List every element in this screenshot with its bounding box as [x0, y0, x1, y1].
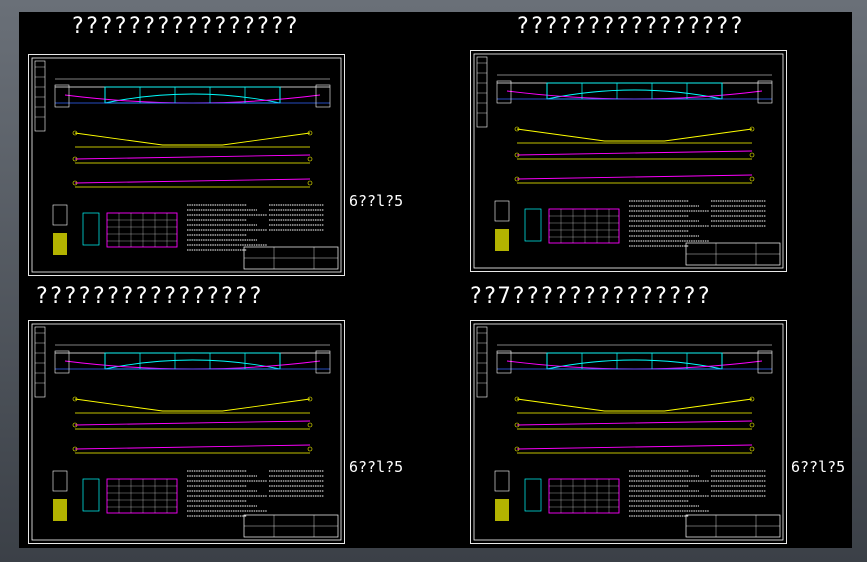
anchor-mark: [514, 396, 520, 402]
binding-strip: [34, 326, 46, 398]
binding-strip: [476, 326, 488, 398]
girder-outline: [546, 82, 723, 100]
abutment-left: [54, 84, 70, 108]
section-detail: [494, 200, 510, 222]
sheet-title-bottom-left: ????????????????: [35, 284, 263, 309]
anchor-mark: [307, 180, 313, 186]
scale-label-top-left: 6??l?5: [349, 192, 404, 210]
abutment-left: [496, 350, 512, 374]
anchor-mark: [749, 396, 755, 402]
anchor-mark: [72, 422, 78, 428]
tendon-line: [74, 178, 311, 184]
drawing-sheet-bottom-right[interactable]: [470, 320, 787, 544]
cyan-arch: [546, 359, 723, 370]
anchor-mark: [72, 446, 78, 452]
tendon-line: [516, 150, 753, 156]
tendon-profile: [516, 128, 753, 142]
anchor-mark: [514, 152, 520, 158]
section-hatch: [53, 233, 67, 255]
sheet-drawing: [473, 53, 784, 269]
tendon-curve: [64, 360, 321, 370]
anchor-mark: [749, 446, 755, 452]
abutment-left: [54, 350, 70, 374]
quantity-table: [548, 208, 620, 244]
anchor-mark: [514, 422, 520, 428]
anchor-mark: [514, 126, 520, 132]
section-hatch: [495, 229, 509, 251]
sheet-drawing: [473, 323, 784, 541]
anchor-mark: [514, 176, 520, 182]
section-detail: [524, 208, 542, 242]
section-detail: [52, 470, 68, 492]
anchor-mark: [749, 126, 755, 132]
quantity-table: [106, 212, 178, 248]
sheet-title-top-left: ????????????????: [71, 14, 299, 39]
drawing-sheet-top-right[interactable]: [470, 50, 787, 272]
drawing-canvas[interactable]: ???????????????? ???????????????? ??????…: [19, 12, 852, 548]
section-detail: [82, 212, 100, 246]
tendon-curve: [64, 94, 321, 104]
anchor-mark: [72, 180, 78, 186]
tendon-curve: [506, 90, 763, 100]
anchor-mark: [307, 156, 313, 162]
abutment-right: [315, 84, 331, 108]
quantity-table: [548, 478, 620, 514]
girder-outline: [104, 86, 281, 104]
drawing-sheet-bottom-left[interactable]: [28, 320, 345, 544]
tendon-curve: [506, 360, 763, 370]
sheet-border: [31, 57, 342, 273]
sheet-drawing: [31, 57, 342, 273]
tendon-line: [74, 420, 311, 426]
tendon-profile: [74, 132, 311, 146]
quantity-table: [106, 478, 178, 514]
anchor-mark: [514, 446, 520, 452]
tendon-line: [74, 154, 311, 160]
abutment-left: [496, 80, 512, 104]
cyan-arch: [104, 93, 281, 104]
anchor-mark: [307, 130, 313, 136]
abutment-right: [315, 350, 331, 374]
anchor-mark: [72, 130, 78, 136]
abutment-right: [757, 80, 773, 104]
scale-label-bottom-right: 6??l?5: [791, 458, 846, 476]
section-hatch: [53, 499, 67, 521]
girder-outline: [546, 352, 723, 370]
sheet-title-top-right: ????????????????: [516, 14, 744, 39]
binding-strip: [34, 60, 46, 132]
section-hatch: [495, 499, 509, 521]
cyan-arch: [546, 89, 723, 100]
section-detail: [52, 204, 68, 226]
tendon-profile: [74, 398, 311, 412]
girder-outline: [104, 352, 281, 370]
sheet-drawing: [31, 323, 342, 541]
tendon-line: [74, 444, 311, 450]
sheet-border: [31, 323, 342, 541]
abutment-right: [757, 350, 773, 374]
anchor-mark: [72, 156, 78, 162]
binding-strip: [476, 56, 488, 128]
scale-label-bottom-left: 6??l?5: [349, 458, 404, 476]
anchor-mark: [749, 176, 755, 182]
sheet-border: [473, 53, 784, 269]
section-detail: [82, 478, 100, 512]
tendon-line: [516, 174, 753, 180]
anchor-mark: [307, 396, 313, 402]
drawing-sheet-top-left[interactable]: [28, 54, 345, 276]
tendon-line: [516, 444, 753, 450]
anchor-mark: [307, 446, 313, 452]
tendon-profile: [516, 398, 753, 412]
sheet-border: [473, 323, 784, 541]
anchor-mark: [72, 396, 78, 402]
tendon-line: [516, 420, 753, 426]
cyan-arch: [104, 359, 281, 370]
sheet-title-bottom-right: ??7??????????????: [469, 284, 712, 309]
anchor-mark: [749, 152, 755, 158]
anchor-mark: [749, 422, 755, 428]
anchor-mark: [307, 422, 313, 428]
section-detail: [524, 478, 542, 512]
section-detail: [494, 470, 510, 492]
